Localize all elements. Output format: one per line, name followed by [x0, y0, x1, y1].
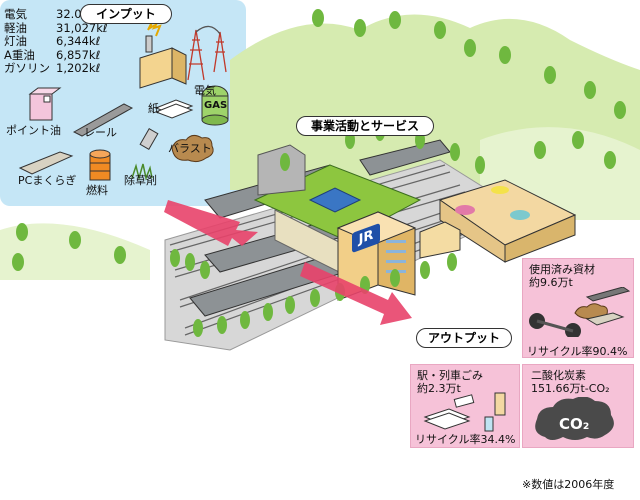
station-waste-title: 駅・列車ごみ — [417, 369, 483, 382]
pylon-icon — [187, 25, 227, 81]
co2-amount: 151.66万t-CO₂ — [531, 382, 610, 395]
bottle-icon — [494, 392, 506, 416]
paper-icon — [154, 99, 194, 119]
can-icon — [484, 416, 494, 432]
output-title: アウトプット — [416, 328, 512, 348]
station-waste-panel: 駅・列車ごみ 約2.3万t リサイクル率34.4% — [410, 364, 520, 448]
used-materials-title: 使用済み資材 — [529, 263, 595, 276]
used-materials-amount: 約9.6万t — [529, 276, 573, 289]
rail-icon — [72, 103, 134, 137]
pc-sleeper-icon — [18, 151, 74, 175]
solar-panel — [308, 187, 362, 213]
used-materials-icons — [529, 287, 631, 337]
point-oil-label: ポイント油 — [6, 124, 61, 137]
hill-trees — [12, 9, 626, 271]
co2-title: 二酸化炭素 — [531, 369, 586, 382]
footnote: ※数値は2006年度 — [522, 478, 615, 491]
left-hill — [0, 223, 150, 280]
paper-label: 紙 — [148, 102, 159, 115]
ballast-label: バラスト — [168, 142, 212, 155]
input-title: インプット — [80, 4, 172, 24]
input-icons — [18, 17, 229, 181]
small-building — [419, 221, 461, 259]
co2-badge: CO₂ — [559, 415, 590, 433]
electricity-label: 電気 — [194, 84, 216, 97]
input-arrow — [164, 200, 258, 246]
herbicide-icon — [131, 128, 159, 181]
herbicide-label: 除草剤 — [124, 174, 157, 187]
ballast-icon — [171, 134, 214, 163]
station-waste-rate: リサイクル率34.4% — [415, 433, 516, 446]
power-plant-icon — [139, 17, 187, 89]
site-trees — [170, 123, 485, 337]
wheel-icon — [529, 313, 581, 337]
used-sleeper-icon — [585, 312, 625, 326]
station-tower — [257, 144, 306, 196]
point-oil-icon — [28, 87, 62, 121]
gas-icon — [201, 85, 229, 126]
rail-label: レール — [84, 126, 117, 139]
used-rail-icon — [585, 287, 631, 302]
gas-label: GAS — [204, 100, 228, 111]
center-title: 事業活動とサービス — [296, 116, 434, 136]
output-arrow — [300, 262, 412, 325]
pc-sleeper-label: PCまくらぎ — [18, 174, 77, 187]
co2-cloud-icon — [535, 397, 614, 440]
ticket-icon — [453, 394, 475, 408]
station-waste-icons — [423, 392, 506, 432]
co2-panel: 二酸化炭素 151.66万t-CO₂ CO₂ — [522, 364, 634, 448]
station-waste-amount: 約2.3万t — [417, 382, 461, 395]
fuel-drum-icon — [89, 149, 111, 181]
fuel-label: 燃料 — [86, 184, 108, 197]
used-materials-rate: リサイクル率90.4% — [527, 345, 628, 358]
used-materials-panel: 使用済み資材 約9.6万t リサイクル率90.4% — [522, 258, 634, 358]
